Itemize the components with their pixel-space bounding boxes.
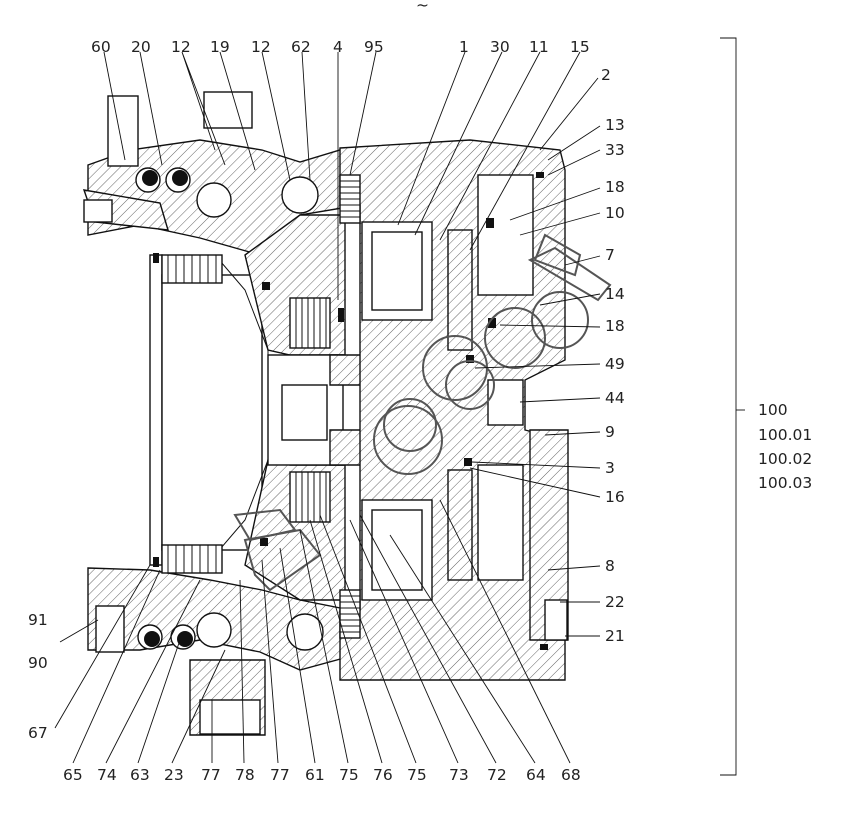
label-13: 13 [605,116,625,134]
label-77-b: 77 [270,766,290,784]
label-1: 1 [459,38,469,56]
label-90: 90 [28,654,48,672]
label-10: 10 [605,204,625,222]
label-8: 8 [605,557,615,575]
section-drawing-body [82,91,612,736]
label-77-a: 77 [201,766,221,784]
top-labels: 60 20 12 19 12 62 4 95 1 30 11 15 [91,38,590,56]
label-7: 7 [605,246,615,264]
label-60: 60 [91,38,111,56]
label-19: 19 [210,38,230,56]
label-64: 64 [526,766,546,784]
left-labels: 91 90 67 [28,611,48,742]
right-labels: 2 13 33 18 10 7 14 18 49 44 9 3 16 8 22 … [601,66,625,645]
label-100-01: 100.01 [758,426,812,444]
label-16: 16 [605,488,625,506]
label-15: 15 [570,38,590,56]
label-67: 67 [28,724,48,742]
label-33: 33 [605,141,625,159]
label-95: 95 [364,38,384,56]
label-76: 76 [373,766,393,784]
label-12-a: 12 [171,38,191,56]
leader-lines [54,37,745,776]
label-75-b: 75 [407,766,427,784]
top-mark: ~ [416,0,429,14]
label-12-b: 12 [251,38,271,56]
label-63: 63 [130,766,150,784]
label-2: 2 [601,66,611,84]
label-78: 78 [235,766,255,784]
label-22: 22 [605,593,625,611]
label-62: 62 [291,38,311,56]
label-30: 30 [490,38,510,56]
assembly-labels: 100 100.01 100.02 100.03 [758,401,812,492]
label-18-a: 18 [605,178,625,196]
label-68: 68 [561,766,581,784]
watermark-outline [233,233,612,592]
label-72: 72 [487,766,507,784]
label-61: 61 [305,766,325,784]
label-14: 14 [605,285,625,303]
label-73: 73 [449,766,469,784]
label-4: 4 [333,38,343,56]
label-3: 3 [605,459,615,477]
label-100-02: 100.02 [758,450,812,468]
label-23: 23 [164,766,184,784]
label-100-03: 100.03 [758,474,812,492]
label-21: 21 [605,627,625,645]
label-9: 9 [605,423,615,441]
label-100: 100 [758,401,788,419]
label-11: 11 [529,38,549,56]
label-65: 65 [63,766,83,784]
label-74: 74 [97,766,117,784]
label-44: 44 [605,389,625,407]
label-91: 91 [28,611,48,629]
bottom-labels: 65 74 63 23 77 78 77 61 75 76 75 73 72 6… [63,766,581,784]
label-49: 49 [605,355,625,373]
label-18-b: 18 [605,317,625,335]
label-75-a: 75 [339,766,359,784]
label-20: 20 [131,38,151,56]
